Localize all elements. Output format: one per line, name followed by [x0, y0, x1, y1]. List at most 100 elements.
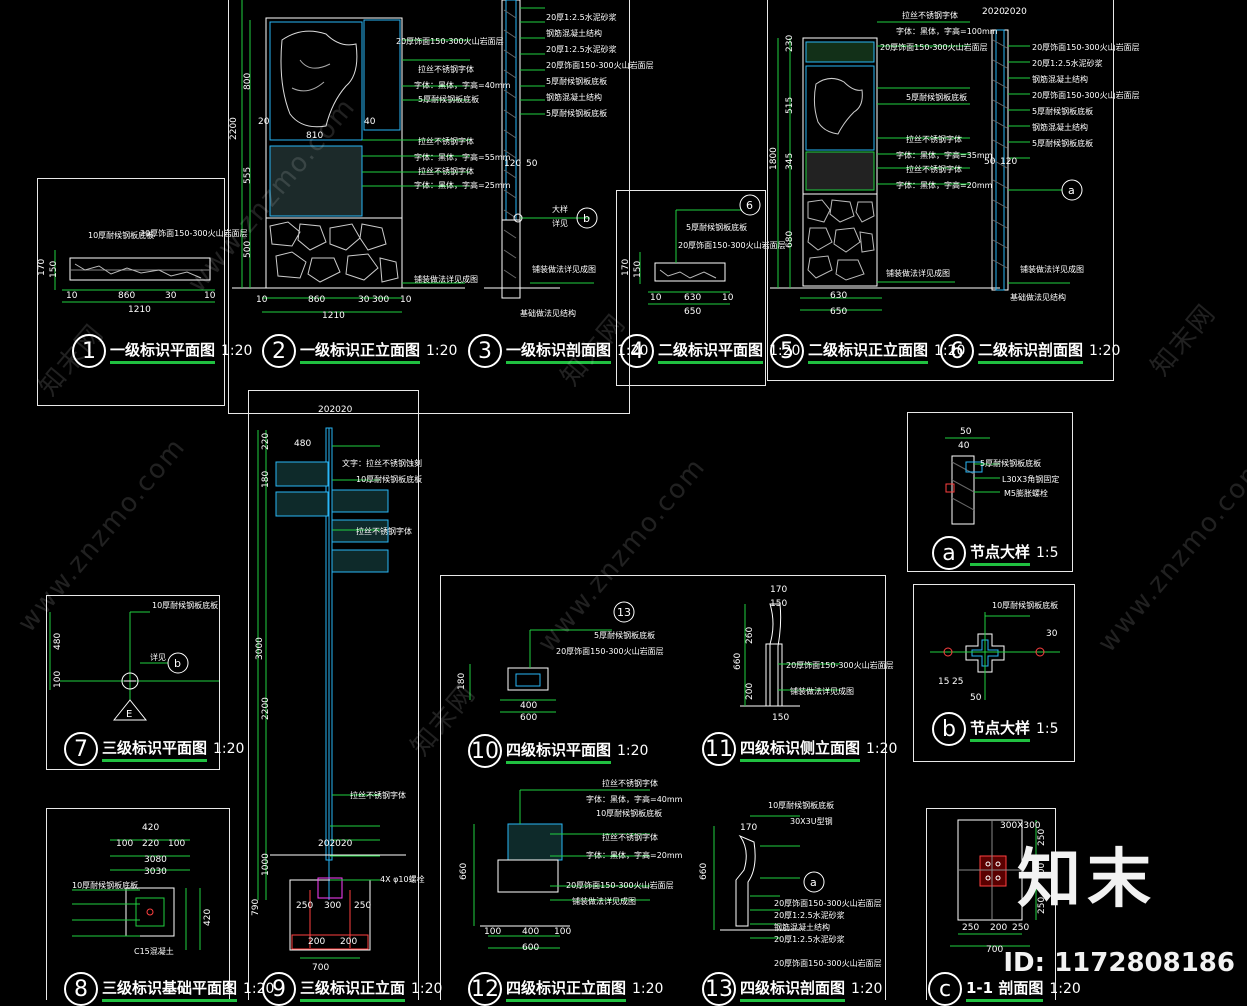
note-label: 字体：黑体，字高=40mm [586, 794, 683, 804]
dim-label: 515 [785, 97, 795, 114]
frame-drawing-1 [37, 178, 225, 406]
dim-label: 480 [53, 633, 63, 650]
drawing-number: 11 [702, 732, 736, 766]
dim-label: 202020 [318, 839, 353, 849]
drawing-3-section [484, 0, 598, 299]
dim-label: 30 [165, 291, 177, 301]
dim-label: 860 [308, 295, 325, 305]
note-label: 字体：黑体，字高=35mm [896, 150, 993, 160]
note-label: 详见 [150, 652, 166, 662]
dim-label: 630 [830, 291, 847, 301]
frame-drawings-2-3 [228, 0, 630, 414]
drawing-name: 二级标识平面图 [658, 339, 764, 364]
frame-drawings-5-6 [767, 0, 1114, 381]
dim-label: 650 [684, 307, 701, 317]
note-label: 20厚饰面150-300火山岩面层 [774, 898, 882, 908]
drawing-5-elevation [770, 21, 1000, 311]
dim-label: 230 [785, 35, 795, 52]
note-label: 10厚耐候钢板底板 [596, 808, 662, 818]
dim-label: 10 [204, 291, 216, 301]
drawing-title-1: 1 一级标识平面图 1:20 [72, 334, 252, 368]
dim-label: 660 [699, 863, 709, 880]
dim-label: 100 [554, 927, 571, 937]
drawing-scale: 1:5 [1036, 721, 1059, 737]
dim-label: 630 [684, 293, 701, 303]
frame-detail-a [907, 412, 1073, 572]
dim-label: 170 [37, 259, 47, 276]
note-label: 5厚耐候钢板底板 [980, 458, 1041, 468]
drawing-name: 一级标识平面图 [110, 339, 216, 364]
note-label: 钢筋混凝土结构 [1032, 74, 1088, 84]
dim-label: 100 [168, 839, 185, 849]
drawing-scale: 1:20 [866, 741, 898, 757]
drawing-12-front [473, 789, 650, 949]
note-label: 20厚饰面150-300火山岩面层 [566, 880, 674, 890]
dim-label: 250 [296, 901, 313, 911]
note-label: 钢筋混凝土结构 [1032, 122, 1088, 132]
note-label: 拉丝不锈钢字体 [902, 10, 958, 20]
dim-label: 220 [261, 433, 271, 450]
detail-c-section [950, 819, 1037, 947]
drawing-title-10: 10 四级标识平面图 1:20 [468, 734, 648, 768]
drawing-name: 四级标识正立面图 [506, 977, 627, 1002]
dim-label: 400 [522, 927, 539, 937]
drawing-title-2: 2 一级标识正立面图 1:20 [262, 334, 457, 368]
frame-drawing-9 [248, 390, 419, 1000]
drawing-scale: 1:20 [617, 743, 649, 759]
note-label: 字体：黑体，字高=25mm [414, 180, 511, 190]
drawing-number: 7 [64, 732, 98, 766]
note-label: 拉丝不锈钢字体 [418, 166, 474, 176]
drawing-number: a [932, 536, 966, 570]
drawing-number: 9 [262, 972, 296, 1006]
dim-label: 555 [243, 167, 253, 184]
dim-label: 300 [324, 901, 341, 911]
dim-label: 10 [650, 293, 662, 303]
marker-label: E [126, 709, 132, 720]
dim-label: 100 [484, 927, 501, 937]
dim-label: 2200 [229, 117, 239, 140]
dim-label: 3030 [144, 867, 167, 877]
dim-label: 150 [49, 261, 59, 278]
drawing-11-side [740, 603, 840, 707]
note-label: 10厚耐候钢板底板 [992, 600, 1058, 610]
dim-label: 10 [722, 293, 734, 303]
dim-label: 810 [306, 131, 323, 141]
dim-label: 20 [258, 117, 270, 127]
dim-label: 50 [984, 157, 996, 167]
note-label: 拉丝不锈钢字体 [602, 832, 658, 842]
drawing-name: 二级标识剖面图 [978, 339, 1084, 364]
note-label: 20厚饰面150-300火山岩面层 [546, 60, 654, 70]
drawing-9-pole [257, 427, 406, 959]
note-label: C15混凝土 [134, 946, 174, 956]
drawing-name: 四级标识侧立面图 [740, 737, 861, 762]
note-label: 20厚1:2.5水泥砂浆 [774, 934, 845, 944]
dim-label: 2020 [982, 7, 1005, 17]
note-label: 10厚耐候钢板底板 [356, 474, 422, 484]
note-label: 10厚耐候钢板底板 [88, 230, 154, 240]
dim-label: 1800 [769, 147, 779, 170]
dim-label: 3000 [255, 637, 265, 660]
dim-label: 170 [770, 585, 787, 595]
dim-label: 600 [522, 943, 539, 953]
dim-label: 660 [733, 653, 743, 670]
note-label: 字体：黑体，字高=55mm [414, 152, 511, 162]
drawing-8-foundation [72, 839, 201, 950]
frame-detail-c [926, 808, 1056, 1000]
drawing-title-13: 13 四级标识剖面图 1:20 [702, 972, 882, 1006]
dim-label: 50 [960, 427, 972, 437]
drawing-name: 一级标识正立面图 [300, 339, 421, 364]
note-label: 20厚1:2.5水泥砂浆 [774, 910, 845, 920]
drawing-title-8: 8 三级标识基础平面图 1:20 [64, 972, 274, 1006]
dim-label: 1210 [128, 305, 151, 315]
frame-drawings-10-13 [440, 575, 886, 1000]
dim-label: 170 [621, 259, 631, 276]
dim-label: 250 [962, 923, 979, 933]
note-label: 4X φ10螺栓 [380, 874, 425, 884]
drawing-title-5: 5 二级标识正立面图 1:20 [770, 334, 965, 368]
note-label: 5厚耐候钢板底板 [906, 92, 967, 102]
brand-logo: 知末 [1017, 843, 1157, 917]
dim-label: 150 [633, 261, 643, 278]
dim-label: 50 [526, 159, 538, 169]
drawing-title-a: a 节点大样 1:5 [932, 536, 1059, 570]
drawing-number: 8 [64, 972, 98, 1006]
